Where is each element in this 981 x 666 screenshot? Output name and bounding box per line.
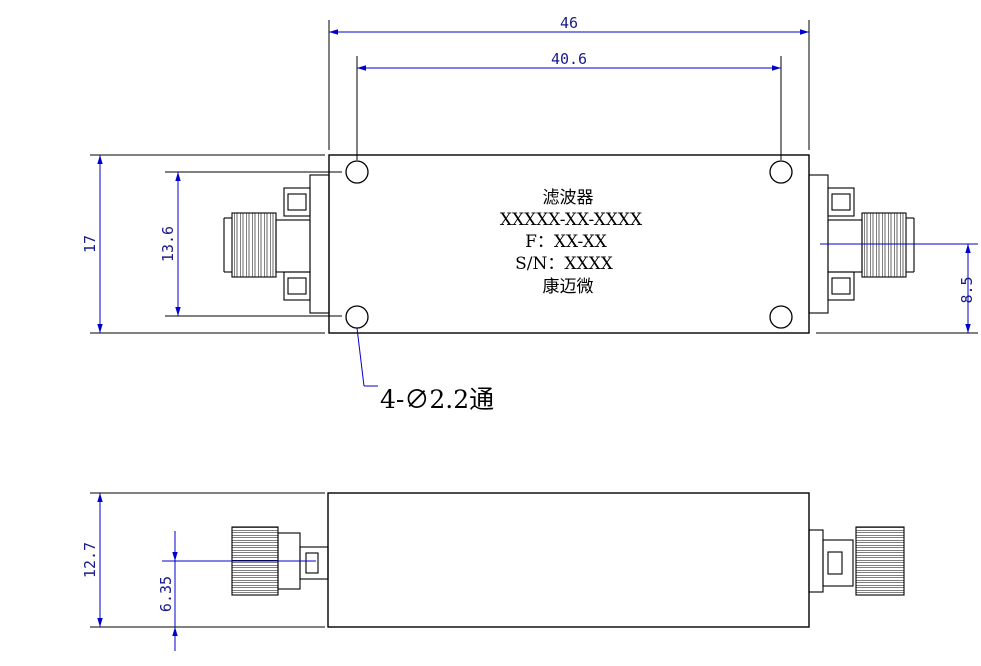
side-view: 12.7 6.35 [81,492,905,651]
mounting-hole [769,305,793,329]
label-serial-number: S/N：XXXX [515,254,614,274]
hole-callout: 4-∅2.2通 [356,327,494,414]
svg-text:6.35: 6.35 [157,576,175,612]
svg-text:12.7: 12.7 [81,542,99,578]
left-sma-connector [223,174,330,314]
top-view: 滤波器 XXXXX-XX-XXXX F：XX-XX S/N：XXXX 康迈微 4… [81,14,978,414]
dimension-thickness: 12.7 [81,492,325,628]
svg-text:40.6: 40.6 [551,50,587,68]
svg-text:13.6: 13.6 [159,226,177,262]
label-product-name: 滤波器 [543,188,594,208]
mounting-hole [345,160,369,184]
dimension-overall-height: 17 [81,154,325,334]
svg-text:17: 17 [81,235,99,253]
filter-body-side [327,492,810,628]
label-frequency: F：XX-XX [525,232,608,252]
mounting-hole [345,305,369,329]
right-sma-connector [808,174,915,314]
hole-callout-text: 4-∅2.2通 [380,385,494,414]
label-brand: 康迈微 [543,277,594,297]
svg-text:46: 46 [560,14,578,32]
mounting-hole [769,160,793,184]
dimension-hole-spacing: 40.6 [356,50,782,160]
dimension-connector-offset: 8.5 [816,243,978,334]
dimension-vertical-hole-spacing: 13.6 [159,171,342,317]
label-model-number: XXXXX-XX-XXXX [500,210,643,230]
dimension-overall-width: 46 [328,14,810,150]
svg-text:8.5: 8.5 [958,276,976,303]
dimension-connector-height: 6.35 [157,531,316,651]
right-sma-connector-side [808,526,905,596]
